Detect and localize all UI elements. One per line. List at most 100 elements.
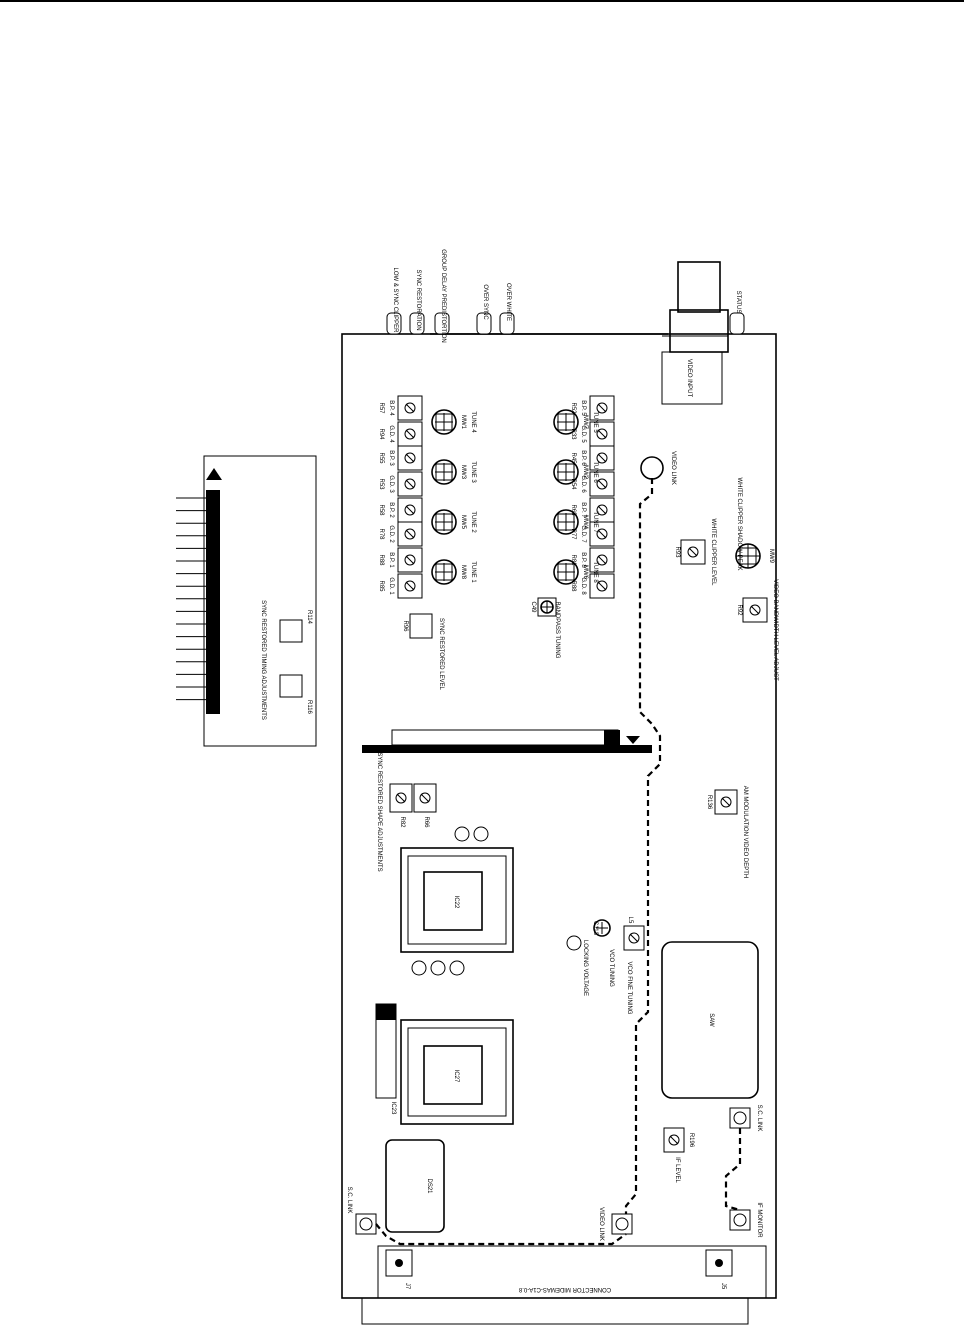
svg-text:OVER SYNC: OVER SYNC xyxy=(482,284,488,320)
svg-text:R77: R77 xyxy=(570,528,576,540)
trim-pot: B.P. 6 R45 xyxy=(570,445,615,471)
svg-text:R88: R88 xyxy=(570,580,576,592)
svg-text:VCO TUNING: VCO TUNING xyxy=(608,949,614,987)
svg-text:G.D. 5: G.D. 5 xyxy=(580,425,586,443)
svg-text:G.D. 7: G.D. 7 xyxy=(580,525,586,543)
svg-text:B.P. 3: B.P. 3 xyxy=(388,450,394,466)
svg-text:TUNE 6: TUNE 6 xyxy=(592,461,598,483)
svg-text:G.D. 2: G.D. 2 xyxy=(388,525,394,543)
trim-pot: G.D. 7 R77 xyxy=(570,521,615,547)
ic23-component: IC23 xyxy=(375,1003,397,1115)
connector-label: CONNECTOR MIDEMAS-C1A-0.8 xyxy=(518,1286,611,1292)
svg-text:MW6: MW6 xyxy=(582,565,588,580)
board-divider xyxy=(362,729,652,753)
ic27-chip: IC27 xyxy=(400,1019,514,1125)
trim-pot: B.P. 5 R52 xyxy=(570,395,615,421)
svg-text:MW2: MW2 xyxy=(582,465,588,480)
j-connector-right-bottom: J5 xyxy=(705,1249,733,1290)
bandpass-tuning-trimmer: C49 BANDPASS TUNING xyxy=(530,597,560,659)
svg-text:TUNE 5: TUNE 5 xyxy=(592,411,598,433)
svg-text:G.D. 3: G.D. 3 xyxy=(388,475,394,493)
video-link-bottom-connector: VIDEO LINK xyxy=(598,1207,633,1241)
svg-text:L5: L5 xyxy=(627,917,633,924)
led-ds5: SYNC RESTORATION xyxy=(409,269,425,335)
svg-text:R136: R136 xyxy=(706,795,712,810)
svg-text:R52: R52 xyxy=(570,402,576,414)
svg-text:OVER WHITE: OVER WHITE xyxy=(505,283,511,321)
svg-text:R63: R63 xyxy=(570,504,576,516)
tuning-coil: MW2 TUNE 6 xyxy=(553,459,598,485)
svg-text:LOCKING VOLTAGE: LOCKING VOLTAGE xyxy=(582,940,588,996)
svg-text:BANDPASS TUNING: BANDPASS TUNING xyxy=(554,602,560,659)
svg-text:B.P. 1: B.P. 1 xyxy=(388,552,394,568)
daughter-board-header xyxy=(206,490,220,714)
svg-text:B.P. 5: B.P. 5 xyxy=(580,400,586,416)
svg-text:R93: R93 xyxy=(674,546,680,558)
header-pins xyxy=(176,497,206,701)
svg-text:J7: J7 xyxy=(404,1283,410,1290)
svg-text:SAW: SAW xyxy=(708,1013,714,1027)
video-input-label: VIDEO INPUT xyxy=(686,359,692,398)
svg-text:TUNE 8: TUNE 8 xyxy=(592,561,598,583)
svg-text:MW5: MW5 xyxy=(460,515,466,530)
led-ds1: STATUS xyxy=(729,291,745,335)
svg-text:IC23: IC23 xyxy=(390,1102,396,1115)
saw-filter: SAW xyxy=(661,941,759,1099)
svg-text:MW3: MW3 xyxy=(460,465,466,480)
svg-text:TUNE 2: TUNE 2 xyxy=(470,511,476,533)
svg-text:S.C. LINK: S.C. LINK xyxy=(756,1105,762,1132)
svg-text:R45: R45 xyxy=(570,452,576,464)
header-rule xyxy=(0,0,964,2)
svg-text:R78: R78 xyxy=(378,528,384,540)
svg-text:R82: R82 xyxy=(399,816,405,828)
svg-text:R57: R57 xyxy=(378,402,384,414)
svg-text:STATUS: STATUS xyxy=(735,291,741,314)
tuning-coil: MW5 TUNE 2 xyxy=(431,509,476,535)
j-connector-left-bottom: J7 xyxy=(385,1249,413,1290)
trim-pot: G.D. 6 R54 xyxy=(570,471,615,497)
capacitors-group-top xyxy=(411,826,582,976)
ds21-component: DS21 xyxy=(385,1139,445,1233)
video-trace xyxy=(624,478,662,1214)
svg-text:R58: R58 xyxy=(378,504,384,516)
svg-text:C113: C113 xyxy=(592,921,598,936)
svg-text:B.P. 6: B.P. 6 xyxy=(580,450,586,466)
svg-text:TUNE 3: TUNE 3 xyxy=(470,461,476,483)
svg-text:MW8: MW8 xyxy=(460,565,466,580)
svg-text:WHITE CLIPPER LEVEL: WHITE CLIPPER LEVEL xyxy=(710,518,716,586)
if-monitor-connector: IF MONITOR xyxy=(729,1202,762,1238)
svg-text:B.P. 8: B.P. 8 xyxy=(580,552,586,568)
svg-text:IF LEVEL: IF LEVEL xyxy=(674,1157,680,1183)
trim-pot: G.D. 5 R33 xyxy=(570,421,615,447)
svg-text:B.P. 7: B.P. 7 xyxy=(580,502,586,518)
svg-text:MW7: MW7 xyxy=(582,415,588,430)
svg-text:R33: R33 xyxy=(570,428,576,440)
svg-text:R81: R81 xyxy=(570,554,576,566)
svg-text:R85: R85 xyxy=(378,580,384,592)
svg-text:AM MODULATION VIDEO DEPTH: AM MODULATION VIDEO DEPTH xyxy=(742,786,748,879)
svg-text:G.D. 6: G.D. 6 xyxy=(580,475,586,493)
svg-text:R66: R66 xyxy=(423,816,429,828)
tuning-coil: MW3 TUNE 3 xyxy=(431,459,476,485)
svg-text:R54: R54 xyxy=(570,478,576,490)
am-modulation-pot: R136 AM MODULATION VIDEO DEPTH xyxy=(706,786,748,879)
svg-text:VIDEO LINK: VIDEO LINK xyxy=(598,1207,604,1241)
pin1-marker xyxy=(206,468,222,480)
trim-pot: B.P. 8 R81 xyxy=(570,547,615,573)
shape-adjust-pots: R82 R66 SYNC RESTORED SHAPE ADJUSTMENTS xyxy=(376,752,437,872)
svg-text:C49: C49 xyxy=(530,601,536,613)
r116-pot xyxy=(279,674,303,698)
svg-text:TUNE 1: TUNE 1 xyxy=(470,561,476,583)
svg-text:SYNC RESTORATION: SYNC RESTORATION xyxy=(415,269,421,330)
svg-text:IF MONITOR: IF MONITOR xyxy=(756,1202,762,1238)
svg-text:VIDEO LINK: VIDEO LINK xyxy=(670,451,676,485)
svg-text:IC27: IC27 xyxy=(453,1070,459,1083)
svg-text:R92: R92 xyxy=(736,604,742,616)
